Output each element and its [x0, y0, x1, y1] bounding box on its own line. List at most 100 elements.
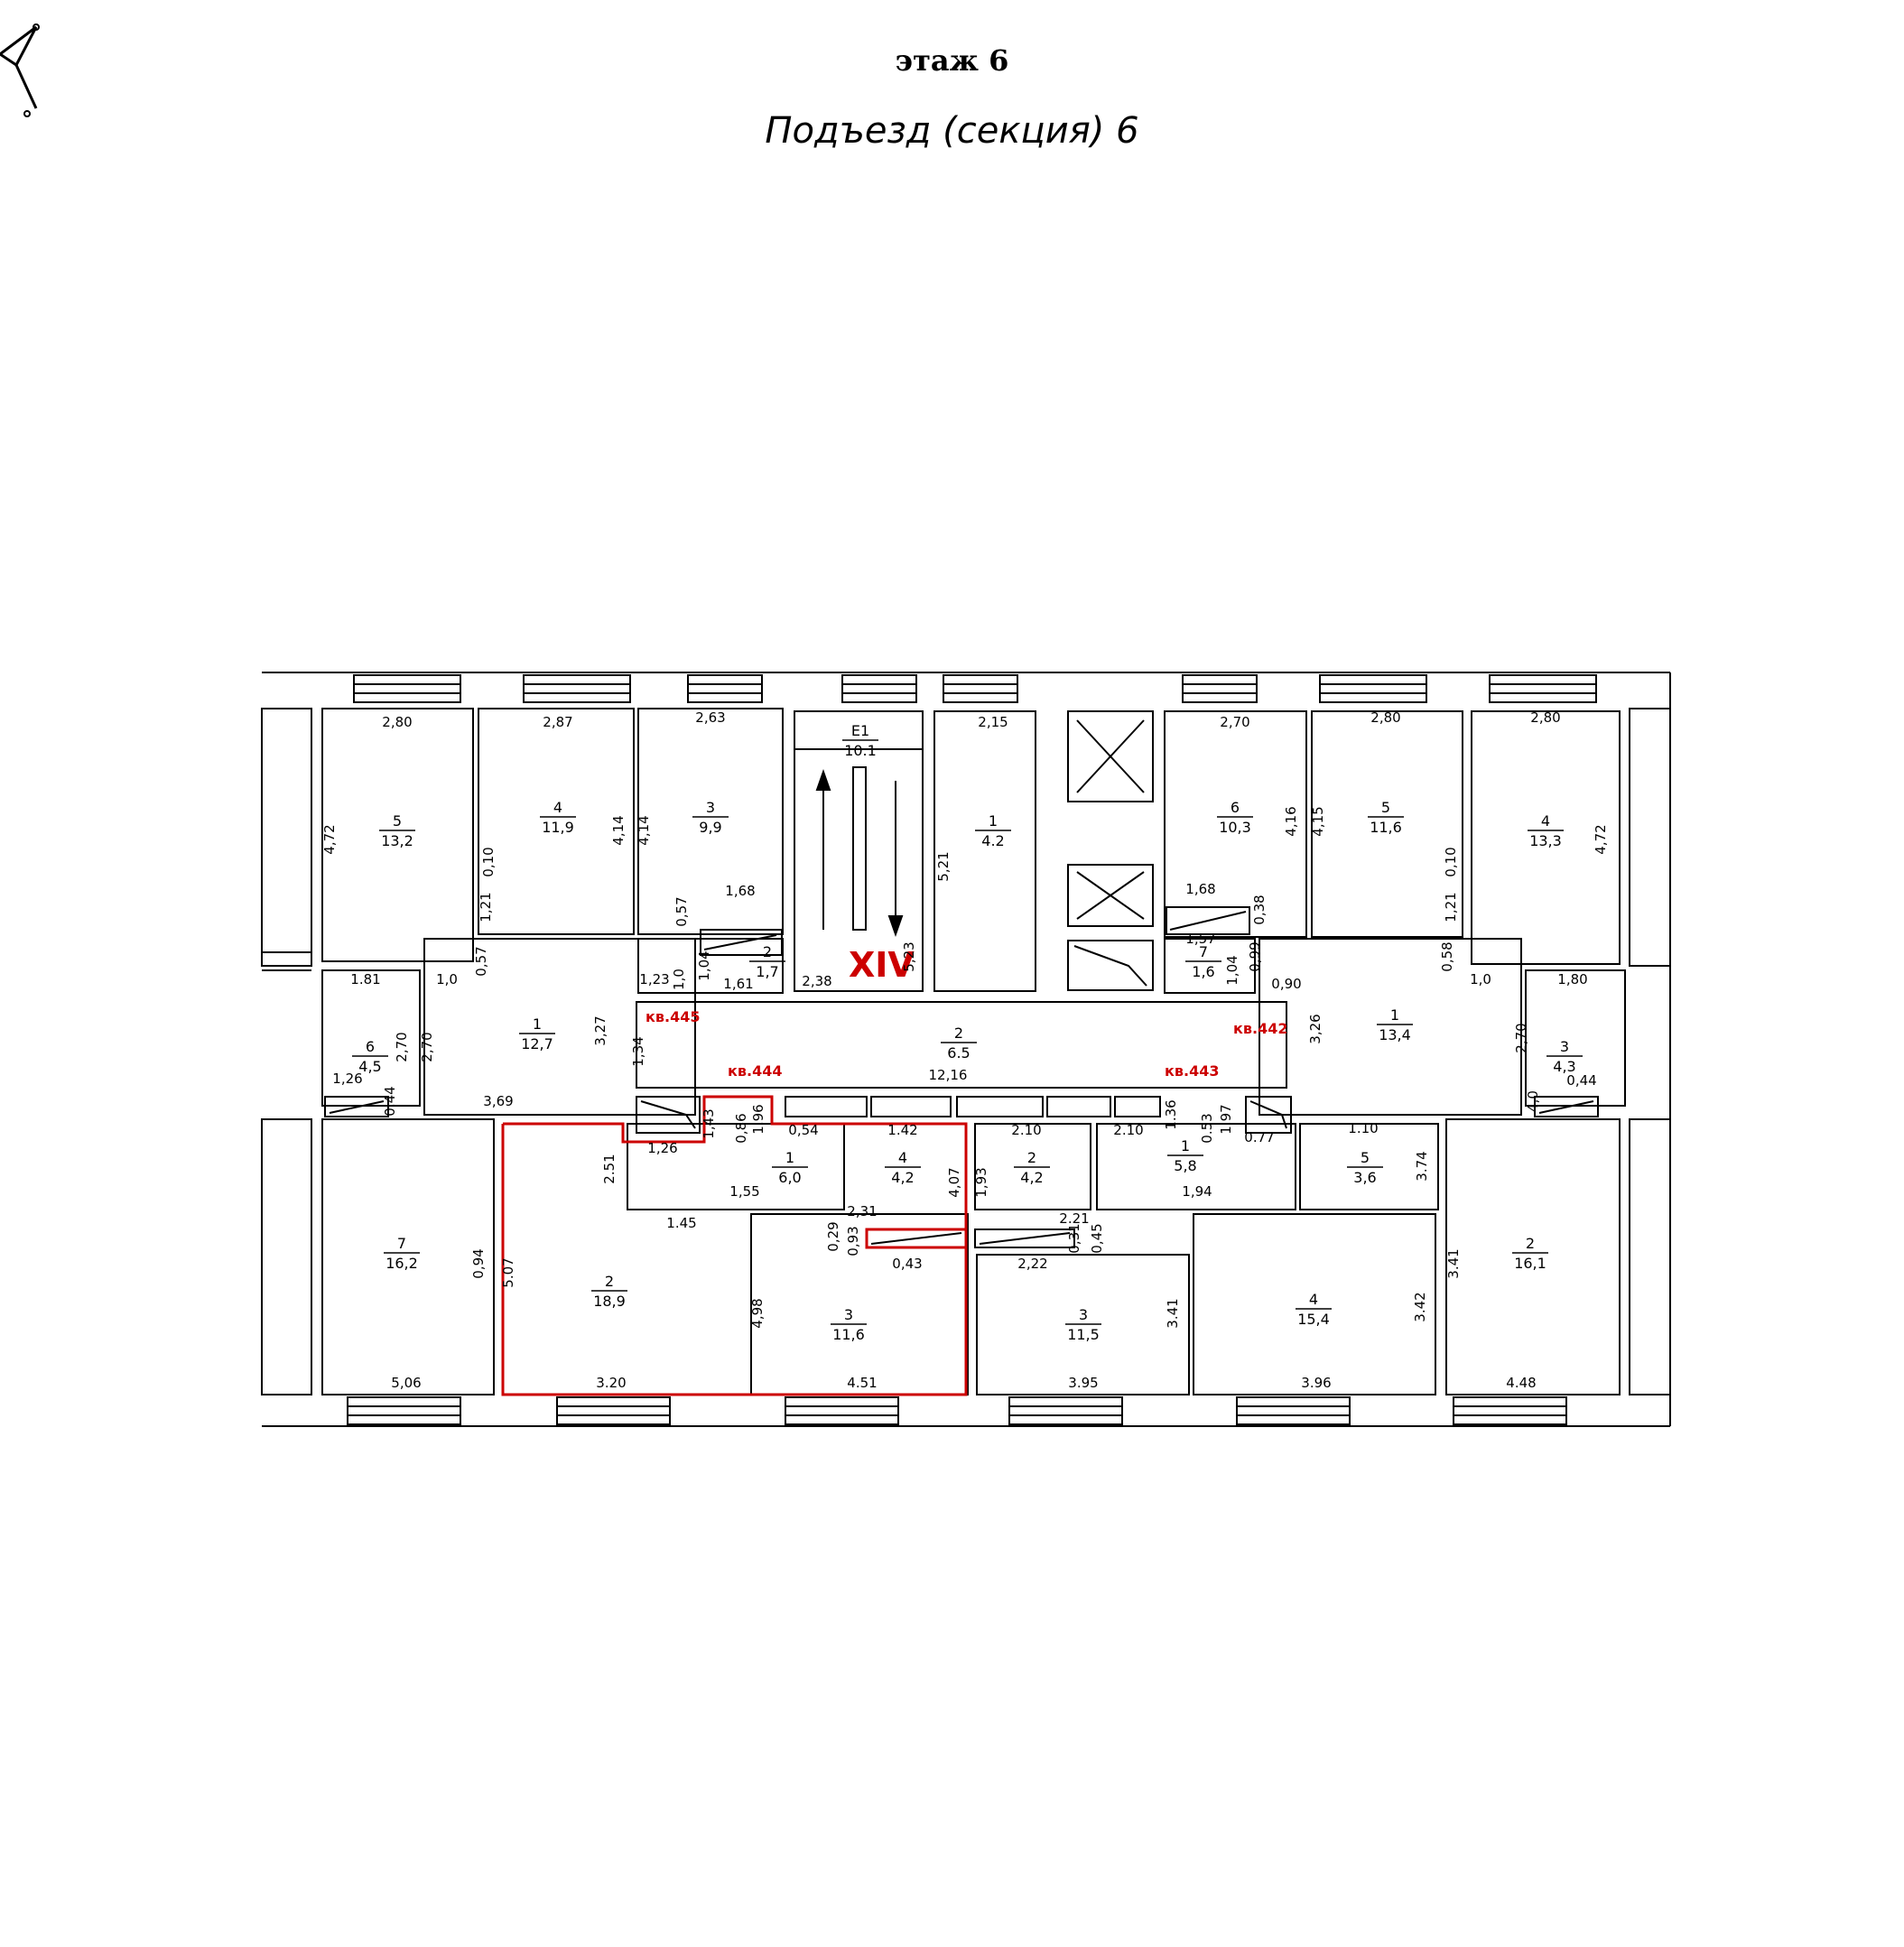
- dimension-label: 3.95: [1068, 1375, 1098, 1391]
- room-area: 4,2: [891, 1169, 914, 1186]
- dimension-label: 5,23: [901, 941, 917, 971]
- dimension-label: 4.51: [847, 1375, 877, 1391]
- dimension-label: 1.42: [887, 1122, 917, 1138]
- dimension-label: 3.41: [1445, 1248, 1462, 1278]
- dimension-label: 2,70: [1513, 1023, 1529, 1052]
- room-number: 1: [1181, 1137, 1190, 1154]
- dimension-label: 0,10: [480, 847, 497, 876]
- dimension-label: 1,04: [1224, 955, 1240, 985]
- dimension-label: 2.10: [1113, 1122, 1143, 1138]
- room-area: 6.5: [947, 1044, 970, 1062]
- dimension-label: 4,72: [321, 824, 338, 854]
- dimension-label: 1,80: [1557, 971, 1587, 987]
- dimension-label: 0,58: [1439, 941, 1455, 971]
- dimension-label: 4,0: [1525, 1090, 1541, 1112]
- room-number: 2: [954, 1024, 963, 1042]
- dimension-label: 2,80: [382, 714, 412, 730]
- dimension-label: 0,54: [788, 1122, 818, 1138]
- dimension-label: 1,0: [1470, 971, 1491, 987]
- dimension-label: 0,43: [892, 1256, 922, 1272]
- dimension-label: 2.10: [1011, 1122, 1041, 1138]
- room-area: 18,9: [593, 1293, 626, 1310]
- room-area: 13,3: [1529, 832, 1562, 849]
- dimension-label: 1,26: [647, 1140, 677, 1156]
- room-number: 2: [605, 1273, 614, 1290]
- room-number: 1: [1390, 1006, 1399, 1024]
- room-area: 15,4: [1297, 1311, 1330, 1328]
- dimension-label: 1,68: [1185, 881, 1215, 897]
- room-number: 2: [1526, 1235, 1535, 1252]
- dimension-label: 4,16: [1283, 806, 1299, 836]
- room-number: 4: [1309, 1291, 1318, 1308]
- dimension-label: 4,15: [1310, 806, 1326, 836]
- section-label: XIV: [849, 945, 915, 985]
- dimension-label: 3,69: [483, 1093, 513, 1109]
- room-number: 3: [706, 799, 715, 816]
- dimension-label: 0,93: [845, 1226, 861, 1256]
- dimension-label: 1.97: [1218, 1104, 1234, 1134]
- room-area: 11,9: [542, 819, 574, 836]
- room-area: 10.1: [844, 742, 877, 759]
- dimension-label: 0,31: [1066, 1223, 1082, 1253]
- dimension-label: 2.21: [1059, 1210, 1089, 1227]
- apartment-label: кв.445: [646, 1008, 700, 1025]
- dimension-label: 1,26: [332, 1071, 362, 1087]
- room-number: 5: [1381, 799, 1390, 816]
- dimension-label: 2,80: [1370, 709, 1400, 726]
- dimension-label: 1.36: [1163, 1099, 1179, 1129]
- room-area: 3,6: [1353, 1169, 1376, 1186]
- room-number: E1: [851, 722, 869, 739]
- dimension-label: 2,31: [847, 1203, 877, 1219]
- dimension-label: 2,87: [543, 714, 572, 730]
- room-area: 11,6: [1370, 819, 1402, 836]
- dimension-label: 1,34: [630, 1036, 646, 1066]
- room-area: 13,4: [1379, 1026, 1411, 1043]
- room-number: 3: [1079, 1306, 1088, 1323]
- dimension-label: 5,21: [935, 851, 952, 881]
- dimension-label: 0,94: [470, 1248, 487, 1278]
- dimension-label: 1.81: [350, 971, 380, 987]
- dimension-label: 0,38: [1251, 895, 1268, 924]
- room-number: 4: [553, 799, 562, 816]
- dimension-label: 3.41: [1165, 1298, 1181, 1328]
- room-area: 6,0: [778, 1169, 801, 1186]
- dimension-label: 0,99: [1247, 941, 1263, 971]
- room-area: 10,3: [1219, 819, 1251, 836]
- entrance-title: Подъезд (секция) 6: [765, 110, 1139, 152]
- apartment-label: кв.444: [728, 1062, 782, 1080]
- room-number: 5: [393, 812, 402, 830]
- dimension-label: 3.96: [1301, 1375, 1331, 1391]
- room-area: 11,6: [832, 1326, 865, 1343]
- dimension-label: 3.42: [1412, 1292, 1428, 1321]
- room-area: 9,9: [699, 819, 721, 836]
- apartment-label: кв.442: [1233, 1020, 1287, 1037]
- dimension-label: 2,70: [394, 1032, 410, 1062]
- dimension-label: 3,26: [1307, 1014, 1324, 1043]
- dimension-label: 0,57: [473, 946, 489, 976]
- dimension-label: 0,10: [1443, 847, 1459, 876]
- room-number: 5: [1361, 1149, 1370, 1166]
- compass-icon: [0, 23, 40, 117]
- dimension-label: 1,21: [478, 892, 494, 922]
- dimension-label: 2,38: [802, 973, 831, 989]
- dimension-label: 1,0: [671, 969, 687, 990]
- room-area: 5,8: [1174, 1157, 1196, 1174]
- room-number: 1: [533, 1015, 542, 1033]
- dimension-label: 3,27: [592, 1015, 608, 1045]
- dimension-label: 1,55: [729, 1183, 759, 1200]
- dimension-label: 0,44: [1566, 1072, 1596, 1089]
- room-area: 1,6: [1192, 963, 1214, 980]
- room-area: 16,1: [1514, 1255, 1546, 1272]
- dimension-label: 1,94: [1182, 1183, 1212, 1200]
- room-number: 4: [898, 1149, 907, 1166]
- dimension-label: 3.20: [596, 1375, 626, 1391]
- room-area: 13,2: [381, 832, 413, 849]
- dimension-label: 2,80: [1530, 709, 1560, 726]
- room-number: 3: [844, 1306, 853, 1323]
- dimension-label: 2,70: [419, 1032, 435, 1062]
- dimension-label: 2,70: [1220, 714, 1249, 730]
- dimension-label: 12,16: [929, 1067, 968, 1083]
- room-number: 6: [1231, 799, 1240, 816]
- dimension-label: 5,06: [391, 1375, 421, 1391]
